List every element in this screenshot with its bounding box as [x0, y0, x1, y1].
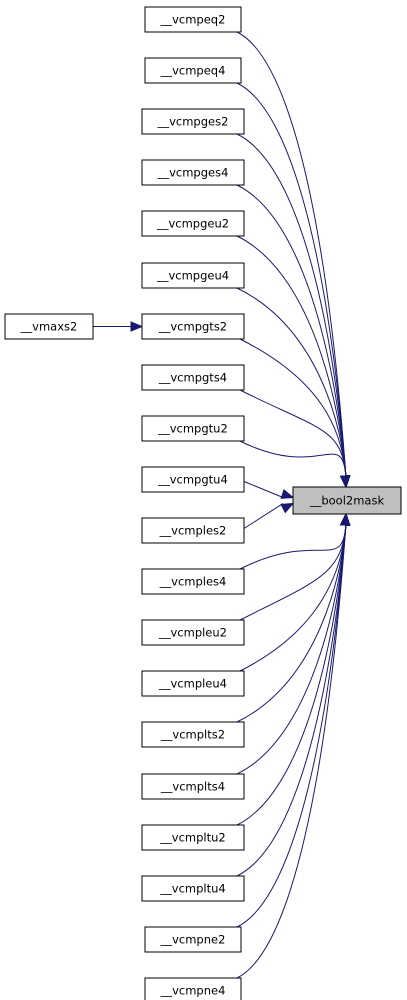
node-label: __vcmples2	[159, 524, 227, 538]
node-vcmpltu2[interactable]: __vcmpltu2	[141, 824, 245, 851]
arrow-head	[280, 502, 295, 514]
node-label: __vcmpltu2	[159, 831, 225, 845]
node-label: __vcmpleu4	[158, 677, 227, 691]
node-label: __vcmpne4	[160, 984, 226, 998]
node-vmaxs2[interactable]: __vmaxs2	[4, 313, 94, 340]
node-box	[141, 721, 245, 748]
node-label: __bool2mask	[309, 494, 385, 508]
call-nodes: __bool2mask __vcmpeq2 __vcmpeq4 __vcmpges2 _…	[4, 6, 402, 1000]
node-label: __vcmpgts4	[158, 371, 227, 385]
edge-vcmpgeu2-to-bool2mask	[236, 235, 347, 478]
node-label: __vmaxs2	[20, 320, 78, 334]
node-label: __vcmpgtu2	[157, 422, 228, 436]
node-vcmpne4[interactable]: __vcmpne4	[144, 977, 242, 1000]
node-label: __vcmpgts2	[158, 320, 227, 334]
node-label: __vcmpeq4	[160, 64, 226, 78]
node-box	[141, 364, 245, 391]
node-vcmpgtu4[interactable]: __vcmpgtu4	[141, 466, 245, 493]
node-vcmpne2[interactable]: __vcmpne2	[144, 926, 242, 953]
node-box	[141, 262, 245, 289]
node-box	[292, 486, 402, 515]
edge-vcmpne2-to-bool2mask	[236, 523, 347, 928]
edge-vcmples2-to-bool2mask	[243, 503, 284, 529]
node-vcmpgtu2[interactable]: __vcmpgtu2	[141, 415, 245, 442]
node-vcmpleu4[interactable]: __vcmpleu4	[141, 670, 245, 697]
node-label: __vcmpgeu2	[156, 217, 229, 231]
arrow-head	[340, 512, 351, 526]
edge-vcmpltu4-to-bool2mask	[236, 523, 347, 877]
node-vcmpgts4[interactable]: __vcmpgts4	[141, 364, 245, 391]
node-box	[141, 313, 245, 340]
node-box	[4, 313, 94, 340]
edge-vcmpgtu2-to-bool2mask	[239, 440, 347, 478]
node-label: __vcmplts2	[160, 728, 225, 742]
node-label: __vcmples4	[159, 575, 227, 589]
node-box	[144, 6, 242, 33]
node-box	[141, 619, 245, 646]
edge-vcmpne4-to-bool2mask	[236, 523, 347, 979]
node-box	[141, 875, 245, 902]
node-label: __vcmpges4	[157, 166, 229, 180]
arrow-head	[340, 475, 351, 489]
arrow-head	[130, 321, 144, 332]
node-box	[144, 57, 242, 84]
node-box	[144, 926, 242, 953]
node-vcmplts2[interactable]: __vcmplts2	[141, 721, 245, 748]
node-vcmpeq4[interactable]: __vcmpeq4	[144, 57, 242, 84]
call-edges	[93, 31, 351, 979]
edge-vcmplts4-to-bool2mask	[236, 523, 347, 775]
node-vcmpeq2[interactable]: __vcmpeq2	[144, 6, 242, 33]
edge-vcmpeq2-to-bool2mask	[236, 31, 347, 478]
node-label: __vcmplts4	[160, 780, 225, 794]
arrow-head	[280, 488, 295, 499]
node-box	[141, 517, 245, 544]
edge-vcmpleu4-to-bool2mask	[239, 523, 347, 672]
node-box	[144, 977, 242, 1000]
edge-vcmpleu2-to-bool2mask	[239, 523, 347, 621]
edge-vcmpgtu4-to-bool2mask	[243, 481, 284, 498]
node-vcmpleu2[interactable]: __vcmpleu2	[141, 619, 245, 646]
node-label: __vcmpne2	[160, 933, 226, 947]
node-vcmpgeu4[interactable]: __vcmpgeu4	[141, 262, 245, 289]
node-label: __vcmpltu4	[159, 882, 225, 896]
node-box	[141, 108, 245, 135]
node-box	[141, 210, 245, 237]
node-label: __vcmpgtu4	[157, 473, 228, 487]
node-vcmpltu4[interactable]: __vcmpltu4	[141, 875, 245, 902]
node-vcmpges4[interactable]: __vcmpges4	[141, 159, 245, 186]
node-label: __vcmpleu2	[158, 626, 227, 640]
edge-vcmpges2-to-bool2mask	[236, 133, 347, 478]
node-vcmpgts2[interactable]: __vcmpgts2	[141, 313, 245, 340]
node-label: __vcmpgeu4	[156, 269, 229, 283]
node-box	[141, 415, 245, 442]
node-box	[141, 466, 245, 493]
node-vcmplts4[interactable]: __vcmplts4	[141, 773, 245, 800]
node-vcmples4[interactable]: __vcmples4	[141, 568, 245, 595]
node-box	[141, 773, 245, 800]
node-box	[141, 568, 245, 595]
node-vcmples2[interactable]: __vcmples2	[141, 517, 245, 544]
node-bool2mask[interactable]: __bool2mask	[292, 486, 402, 515]
node-vcmpges2[interactable]: __vcmpges2	[141, 108, 245, 135]
node-box	[141, 670, 245, 697]
node-label: __vcmpeq2	[160, 13, 226, 27]
node-box	[141, 824, 245, 851]
edge-vcmples4-to-bool2mask	[239, 523, 347, 570]
node-vcmpgeu2[interactable]: __vcmpgeu2	[141, 210, 245, 237]
node-label: __vcmpges2	[157, 115, 229, 129]
node-box	[141, 159, 245, 186]
edge-vcmpgts4-to-bool2mask	[239, 389, 347, 478]
